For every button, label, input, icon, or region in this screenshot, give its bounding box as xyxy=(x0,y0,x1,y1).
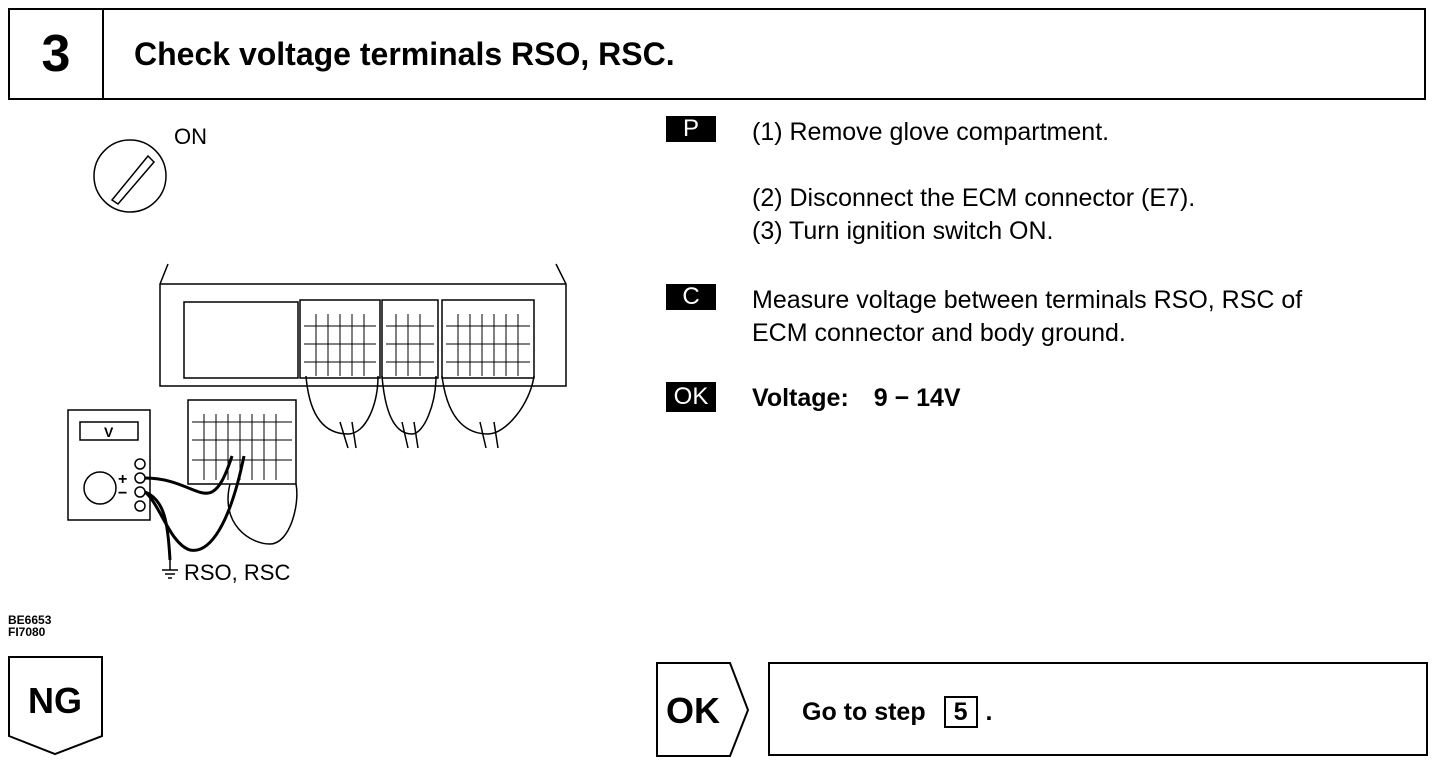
ng-label: NG xyxy=(28,680,82,721)
spec-label: Voltage: xyxy=(752,384,849,412)
figure-codes: BE6653 FI7080 xyxy=(8,614,51,638)
step-title: Check voltage terminals RSO, RSC. xyxy=(134,36,675,72)
step-header: 3 Check voltage terminals RSO, RSC. xyxy=(8,8,1426,100)
ecm-unit xyxy=(159,263,567,449)
check-line: ECM connector and body ground. xyxy=(752,319,1126,347)
step-number: 3 xyxy=(10,10,104,98)
check-line: Measure voltage between terminals RSO, R… xyxy=(752,286,1303,314)
ok-result-shape xyxy=(656,662,750,757)
ok-action-text: Go to step 5 . xyxy=(802,696,992,728)
ng-result-shape xyxy=(8,656,103,756)
ignition-on-label: ON xyxy=(174,124,207,149)
negative-terminal-label: − xyxy=(118,485,127,502)
ok-action-suffix: . xyxy=(985,697,993,726)
terminal-label: RSO, RSC xyxy=(184,560,290,585)
positive-terminal-label: + xyxy=(118,471,127,488)
ok-label: OK xyxy=(666,690,720,731)
voltmeter xyxy=(67,409,151,521)
ok-action-prefix: Go to step xyxy=(802,697,926,726)
voltmeter-label: V xyxy=(104,424,114,440)
spec-value: 9 − 14V xyxy=(873,384,961,412)
prep-step: (3) Turn ignition switch ON. xyxy=(752,217,1054,245)
figure-code: BE6653 xyxy=(8,613,52,627)
step-reference[interactable]: 5 xyxy=(943,696,978,728)
prep-step: (2) Disconnect the ECM connector (E7). xyxy=(752,184,1196,212)
ok-action-box: Go to step 5 . xyxy=(768,662,1428,756)
test-leads xyxy=(143,455,246,561)
check-badge: C xyxy=(666,283,716,310)
ok-badge: OK xyxy=(666,382,716,412)
ignition-key-icon xyxy=(93,139,167,213)
prep-badge: P xyxy=(666,115,716,142)
ground-icon xyxy=(162,560,178,579)
wiring-illustration: ON xyxy=(67,124,567,585)
prep-step: (1) Remove glove compartment. xyxy=(752,118,1110,146)
figure-code: FI7080 xyxy=(8,625,46,639)
disconnected-connector xyxy=(187,399,298,545)
spec-line: Voltage: 9 − 14V xyxy=(752,382,961,415)
